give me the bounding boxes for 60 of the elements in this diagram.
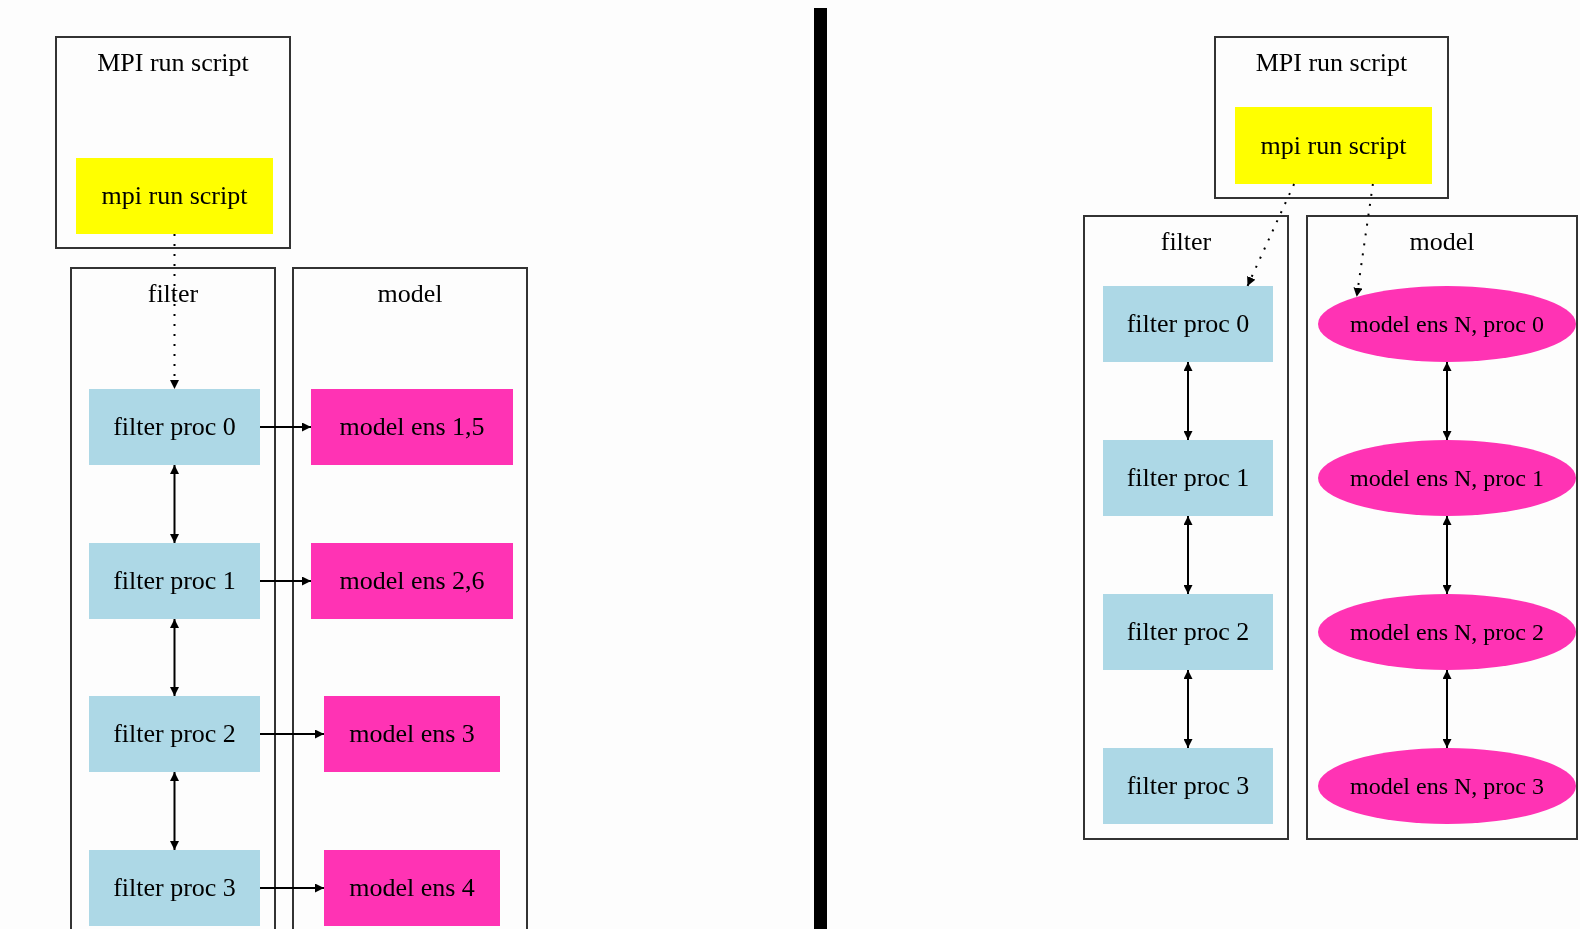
- node-label: model ens N, proc 3: [1350, 772, 1544, 800]
- double-arrow: [1442, 669, 1452, 749]
- node-label: model ens N, proc 1: [1350, 464, 1544, 492]
- node-label: filter proc 1: [113, 566, 236, 596]
- node-label: model ens 4: [349, 873, 475, 903]
- cluster-title: filter: [147, 279, 199, 309]
- process-box: [1103, 286, 1273, 362]
- double-arrow: [1183, 515, 1193, 595]
- process-box: [76, 158, 273, 234]
- double-arrow: [1442, 361, 1452, 441]
- double-arrow: [1183, 669, 1193, 749]
- node-label: model ens 2,6: [339, 566, 485, 596]
- node-label: mpi run script: [1260, 130, 1407, 161]
- double-arrow: [1183, 361, 1193, 441]
- double-arrow: [170, 464, 179, 544]
- node-label: mpi run script: [101, 181, 248, 211]
- cluster-frame: [1214, 36, 1449, 199]
- node-label: filter proc 0: [113, 412, 236, 442]
- cluster-frame: [292, 267, 528, 929]
- dotted-arrow: [170, 233, 179, 390]
- double-arrow: [170, 771, 179, 851]
- cluster-frame: [55, 36, 291, 249]
- cluster-title: filter: [1160, 227, 1212, 257]
- arrow: [259, 422, 312, 432]
- process-box: [1103, 440, 1273, 516]
- node-label: filter proc 0: [1126, 309, 1250, 339]
- process-box: [324, 696, 500, 772]
- process-box: [89, 543, 260, 619]
- double-arrow: [1442, 515, 1452, 595]
- arrow: [259, 729, 325, 739]
- process-box: [324, 850, 500, 926]
- process-box: [1103, 594, 1273, 670]
- node-label: filter proc 3: [113, 873, 236, 903]
- node-label: model ens N, proc 0: [1350, 310, 1544, 338]
- cluster-title: MPI run script: [1255, 48, 1408, 78]
- node-label: filter proc 2: [1126, 617, 1250, 647]
- cluster-title: model: [377, 279, 443, 309]
- cluster-frame: [1306, 215, 1578, 840]
- process-box: [89, 696, 260, 772]
- node-label: filter proc 1: [1126, 463, 1250, 493]
- process-box: [311, 543, 513, 619]
- process-box: [1235, 107, 1432, 184]
- process-box: [89, 389, 260, 465]
- dotted-arrow: [1246, 183, 1296, 287]
- cluster-frame: [70, 267, 276, 929]
- node-label: filter proc 3: [1126, 771, 1250, 801]
- process-box: [89, 850, 260, 926]
- node-label: filter proc 2: [113, 719, 236, 749]
- dotted-arrow: [1353, 183, 1374, 298]
- cluster-title: model: [1409, 227, 1475, 257]
- node-label: model ens 1,5: [339, 412, 485, 442]
- process-box: [1103, 748, 1273, 824]
- double-arrow: [170, 618, 179, 697]
- cluster-title: MPI run script: [97, 48, 249, 78]
- node-label: model ens N, proc 2: [1350, 618, 1544, 646]
- cluster-frame: [1083, 215, 1289, 840]
- process-box: [311, 389, 513, 465]
- node-label: model ens 3: [349, 719, 475, 749]
- arrow: [259, 576, 312, 586]
- arrow: [259, 883, 325, 893]
